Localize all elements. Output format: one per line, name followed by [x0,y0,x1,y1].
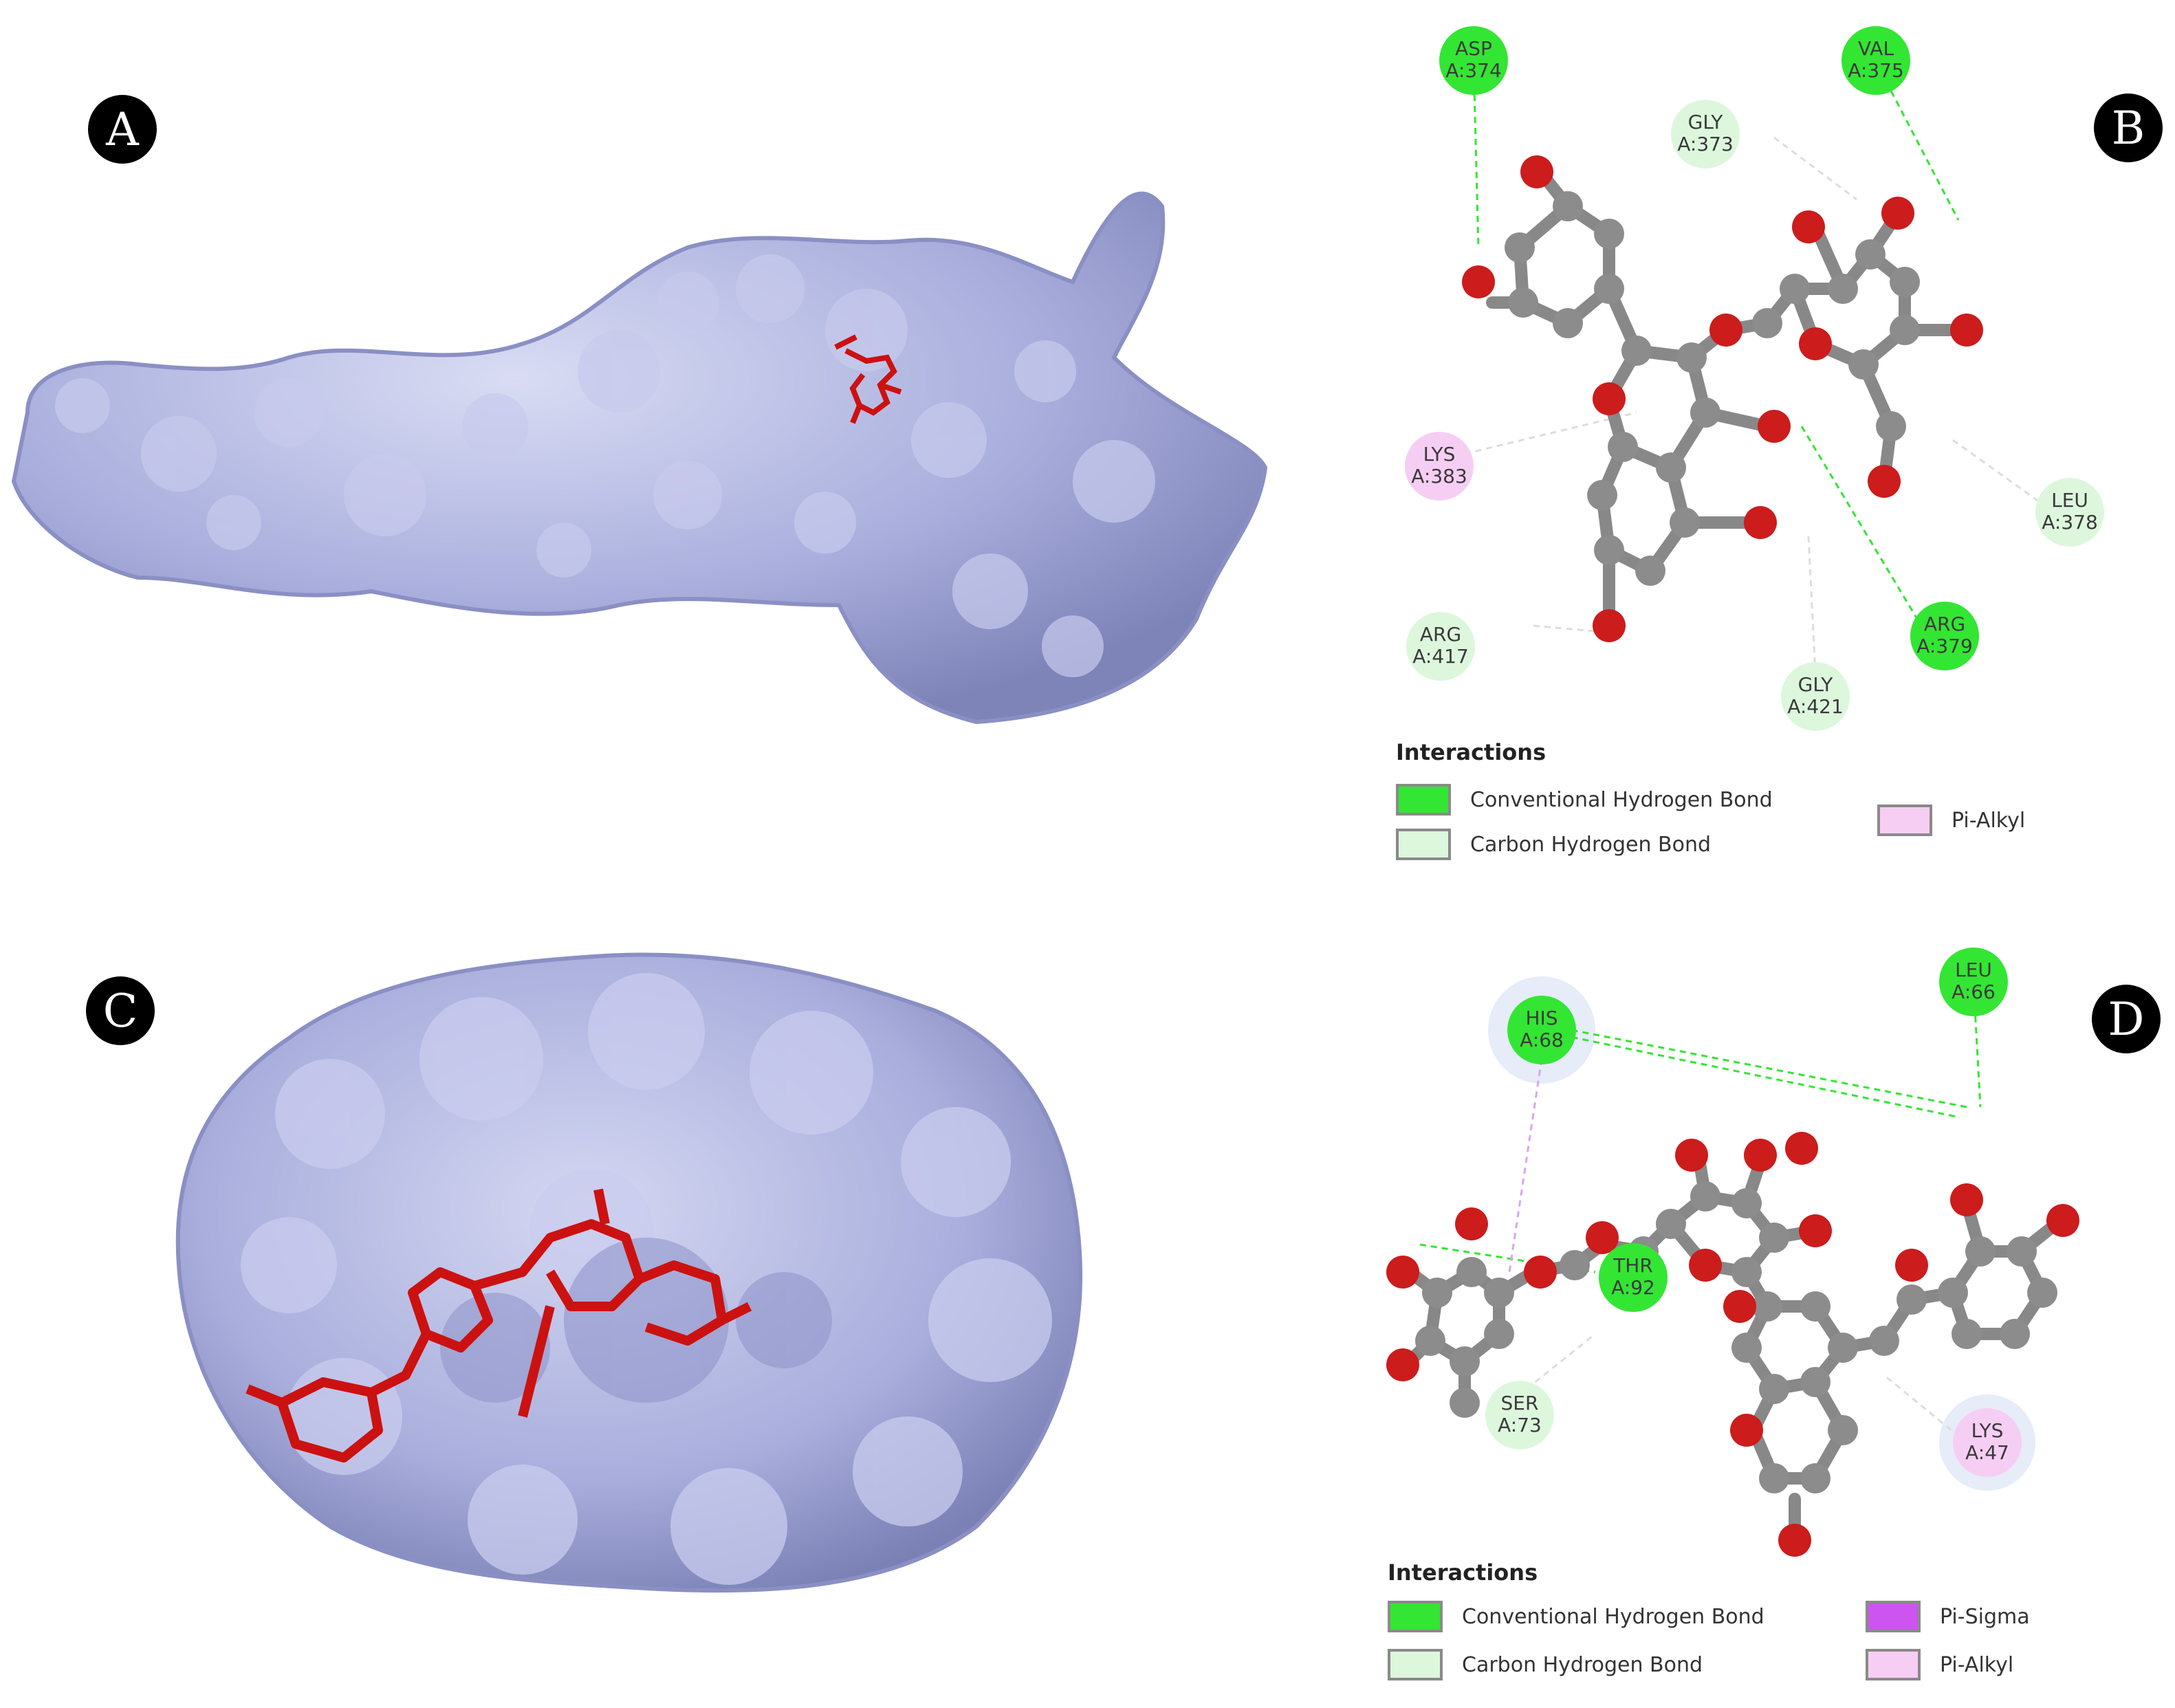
svg-text:A:379: A:379 [1916,635,1973,657]
svg-text:ASP: ASP [1455,37,1492,60]
legend-item: Pi-Alkyl [1866,1649,2013,1680]
svg-text:A:421: A:421 [1787,695,1844,718]
legend-title: Interactions [1396,739,1546,765]
legend-item: Carbon Hydrogen Bond [1388,1649,1703,1680]
protein-surface-a [11,191,1268,725]
svg-text:A:92: A:92 [1611,1276,1655,1299]
svg-text:A:373: A:373 [1677,133,1734,155]
svg-text:A:73: A:73 [1498,1414,1542,1436]
ligand-bonds-b [1486,166,1966,625]
svg-text:A:417: A:417 [1412,645,1469,668]
legend-swatch [1396,784,1451,815]
interaction-lines-b [1472,61,1960,633]
legend-swatch [1388,1649,1443,1680]
svg-text:A:383: A:383 [1411,465,1467,488]
svg-text:ARG: ARG [1420,623,1461,646]
legend-item: Pi-Alkyl [1877,804,2025,836]
panel-label-a: A [88,95,157,164]
svg-text:A:68: A:68 [1520,1029,1564,1051]
svg-text:A:374: A:374 [1445,59,1502,82]
ligand-a [834,334,902,424]
svg-text:VAL: VAL [1858,37,1894,60]
svg-text:ARG: ARG [1924,613,1965,635]
svg-text:LYS: LYS [1423,443,1456,466]
panel-label-c: C [86,976,155,1045]
svg-text:SER: SER [1501,1392,1539,1414]
svg-text:LYS: LYS [1971,1419,2004,1442]
ligand-c [245,1188,752,1463]
svg-text:A:47: A:47 [1965,1441,2009,1464]
legend-swatch [1877,804,1932,836]
svg-text:HIS: HIS [1525,1007,1558,1029]
legend-swatch [1396,829,1451,860]
svg-text:GLY: GLY [1688,111,1724,133]
legend-swatch [1866,1601,1921,1632]
ligand-atoms-d [1386,1132,2079,1557]
legend-item: Carbon Hydrogen Bond [1396,829,1711,860]
svg-text:A:66: A:66 [1952,981,1996,1003]
panel-label-d: D [2092,985,2161,1053]
svg-text:A:378: A:378 [2042,511,2098,534]
legend-swatch [1388,1601,1443,1632]
legend-item: Conventional Hydrogen Bond [1396,784,1773,815]
svg-text:GLY: GLY [1798,673,1834,696]
legend-swatch [1866,1649,1921,1680]
svg-text:A:375: A:375 [1848,59,1904,82]
ligand-atoms-b [1462,155,1983,642]
svg-text:LEU: LEU [2051,489,2088,512]
protein-surface-c [175,952,1083,1593]
legend-d: Interactions Conventional Hydrogen Bond … [1388,1559,2144,1704]
legend-item: Pi-Sigma [1866,1601,2030,1632]
svg-text:LEU: LEU [1955,959,1992,981]
legend-item: Conventional Hydrogen Bond [1388,1601,1764,1632]
svg-text:THR: THR [1613,1254,1653,1277]
legend-b: Interactions Conventional Hydrogen Bond … [1396,739,2152,877]
panel-label-b: B [2094,94,2163,162]
legend-title: Interactions [1388,1559,1538,1586]
